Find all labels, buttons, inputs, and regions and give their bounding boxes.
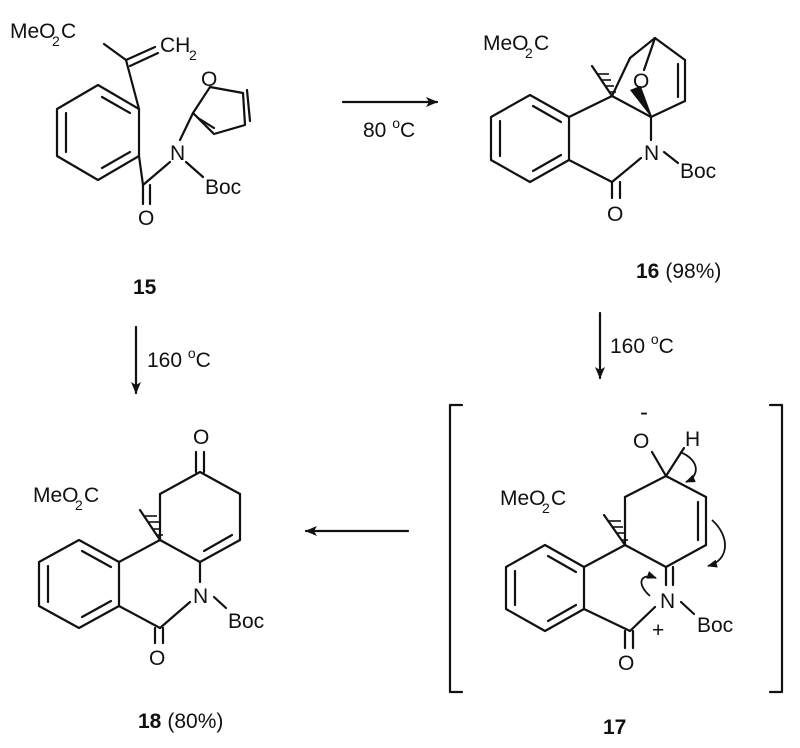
label-15-furan-o: O xyxy=(201,68,217,91)
label-17-meo: MeO xyxy=(500,487,546,510)
label-17-n: N xyxy=(660,590,675,613)
label-17-c: C xyxy=(551,487,566,510)
label-16-carbonyl-o: O xyxy=(607,203,623,226)
compound-17-bonds xyxy=(504,446,708,650)
label-18-c: C xyxy=(84,484,99,507)
compound-16: MeO 2 C O N Boc O 16(98%) xyxy=(483,32,721,283)
compound-number-17: 17 xyxy=(603,716,626,739)
compound-number-15: 15 xyxy=(133,276,157,299)
label-15-sub2: 2 xyxy=(52,33,60,49)
label-15-ch-sub2: 2 xyxy=(189,47,197,63)
label-18-meo: MeO xyxy=(33,484,79,507)
label-16-meo: MeO xyxy=(483,32,529,55)
curly-arrows xyxy=(640,451,726,597)
compound-16-wedge-bond xyxy=(630,86,651,117)
arrow-16-to-17: 160 oC xyxy=(595,311,674,380)
label-18-boc: Boc xyxy=(228,610,264,633)
label-18-n: N xyxy=(193,585,208,608)
label-15-carbonyl-o: O xyxy=(138,207,154,230)
label-16-bridge-o: O xyxy=(633,70,649,93)
label-17-h: H xyxy=(685,428,700,451)
label-16-sub2: 2 xyxy=(525,45,533,61)
compound-16-bonds xyxy=(489,36,687,200)
intermediate-17: - O H MeO 2 C N + Boc O 17 xyxy=(448,399,784,739)
condition-80c: 80 oC xyxy=(363,115,415,142)
label-18-ketone-o: O xyxy=(193,426,209,449)
label-16-boc: Boc xyxy=(680,160,716,183)
label-18-sub2: 2 xyxy=(75,497,83,513)
label-16-c: C xyxy=(534,32,549,55)
label-17-boc: Boc xyxy=(697,614,733,637)
label-17-carbonyl-o: O xyxy=(618,652,634,675)
compound-15: MeO 2 C CH 2 O N Boc O 15 xyxy=(10,20,252,299)
label-15-ch: CH xyxy=(160,34,190,57)
label-18-carbonyl-o: O xyxy=(149,647,165,670)
compound-16-hash-bond xyxy=(597,73,616,93)
label-15-meo: MeO xyxy=(10,20,56,43)
label-15-c: C xyxy=(61,20,76,43)
compound-18-hash-bond xyxy=(145,515,163,536)
compound-18-bonds xyxy=(37,450,242,645)
compound-17-hash-bond xyxy=(609,520,628,541)
condition-160c-left: 160 oC xyxy=(147,345,211,372)
left-bracket xyxy=(448,403,464,694)
label-15-boc: Boc xyxy=(205,176,241,199)
label-17-plus: + xyxy=(652,619,664,642)
label-17-o: O xyxy=(633,430,649,453)
condition-160c-right: 160 oC xyxy=(610,331,674,358)
compound-number-18: 18(80%) xyxy=(138,710,223,733)
compound-number-16: 16(98%) xyxy=(636,260,721,283)
arrow-15-to-16: 80 oC xyxy=(341,97,439,142)
label-16-n: N xyxy=(644,142,659,165)
label-17-sub2: 2 xyxy=(542,500,550,516)
label-17-minus: - xyxy=(640,399,648,426)
arrow-15-to-18: 160 oC xyxy=(131,325,211,395)
compound-18: O MeO 2 C N Boc O 18(80%) xyxy=(33,426,264,733)
compound-15-bonds xyxy=(55,42,252,206)
right-bracket xyxy=(768,403,784,694)
label-15-n: N xyxy=(170,142,185,165)
